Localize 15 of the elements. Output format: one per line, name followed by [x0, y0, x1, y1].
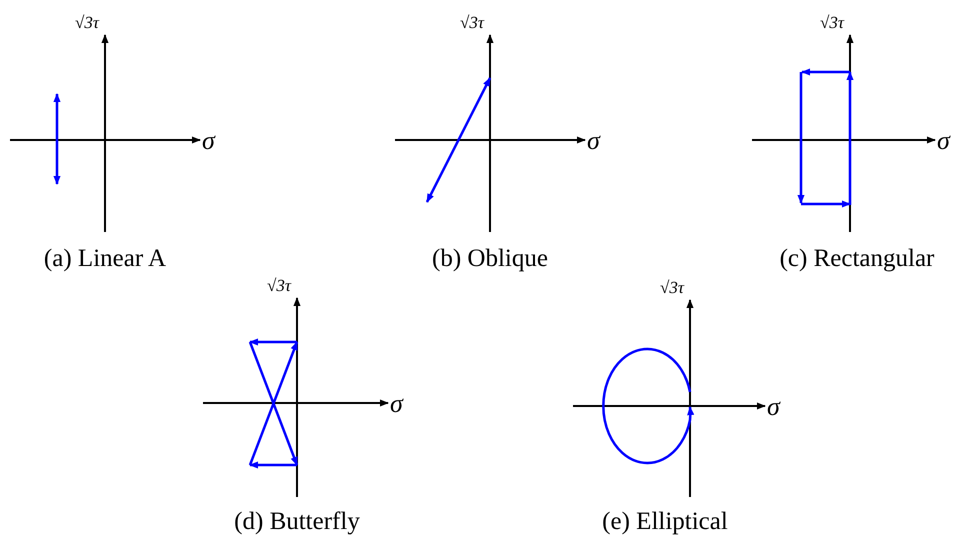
panel-caption: (c) Rectangular — [780, 245, 934, 273]
panel-caption: (a) Linear A — [44, 245, 166, 273]
panel-caption: (d) Butterfly — [234, 508, 360, 536]
axis-label: σ — [937, 126, 950, 156]
panel-caption: (b) Oblique — [432, 245, 548, 273]
axis-label: σ — [202, 126, 215, 156]
axis-label: √3τ — [75, 13, 99, 33]
axis-label: √3τ — [460, 13, 484, 33]
axis-label: σ — [587, 126, 600, 156]
panel-caption: (e) Elliptical — [602, 508, 728, 536]
axis-label: √3τ — [267, 276, 291, 296]
axis-label: σ — [767, 392, 780, 422]
axis-label: √3τ — [660, 278, 684, 298]
axis-label: √3τ — [820, 13, 844, 33]
axis-label: σ — [390, 389, 403, 419]
